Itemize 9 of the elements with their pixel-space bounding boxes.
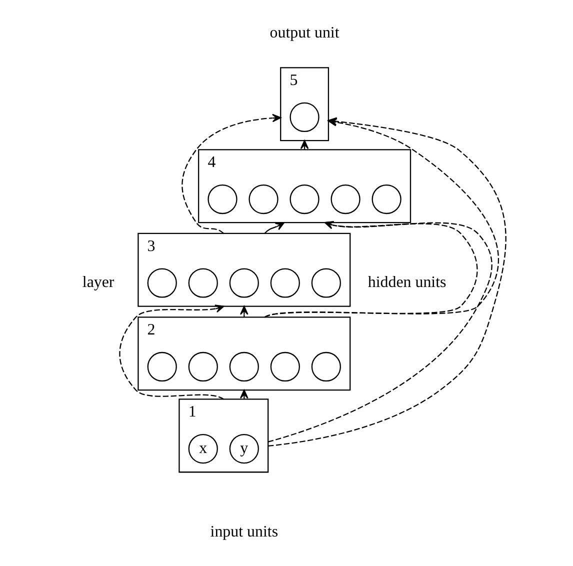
node-label: 5 xyxy=(289,72,298,89)
label: hidden units xyxy=(367,274,446,292)
node-label: 2 xyxy=(146,322,155,338)
label: output unit xyxy=(269,24,339,42)
label: layer xyxy=(82,274,114,292)
node-label: 3 xyxy=(146,238,155,255)
node-label: 1 xyxy=(188,404,196,421)
node-label: 4 xyxy=(207,154,216,172)
label: input units xyxy=(210,524,278,541)
